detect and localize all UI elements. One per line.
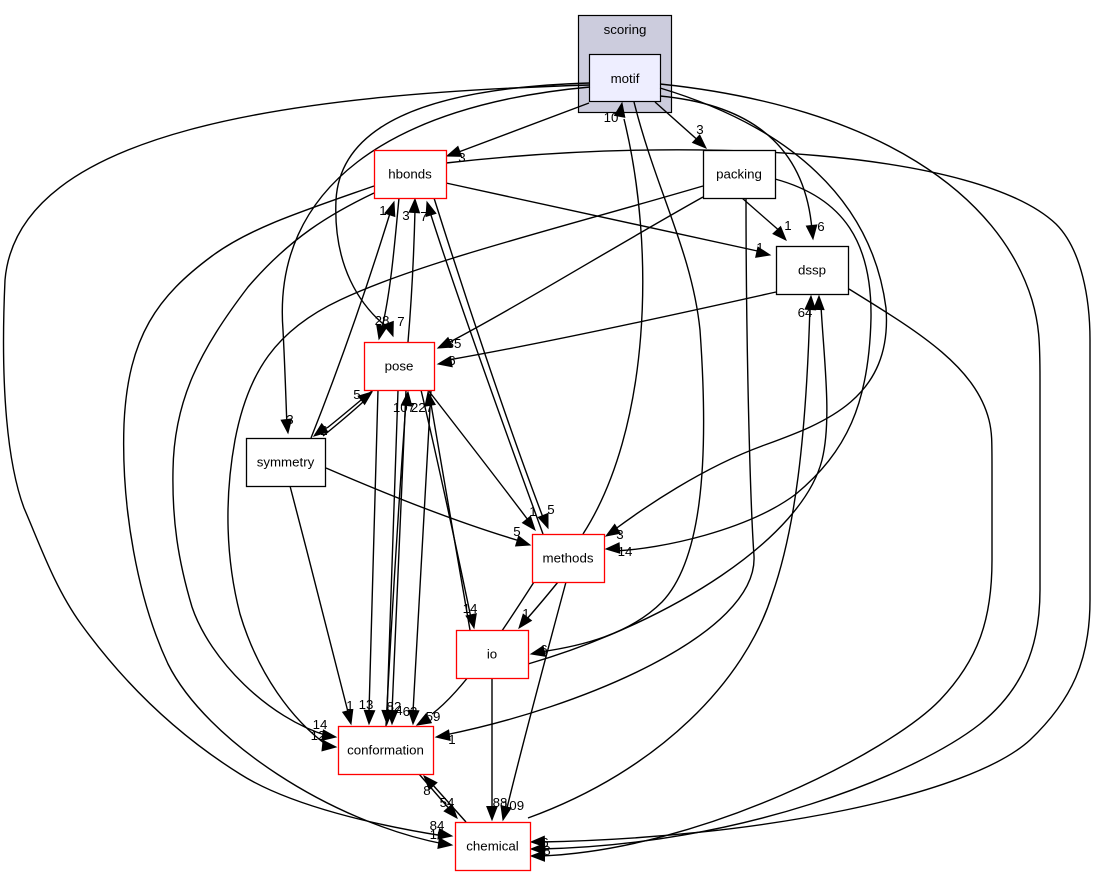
svg-text:8: 8 — [543, 843, 550, 858]
svg-text:motif: motif — [611, 71, 640, 86]
svg-text:16: 16 — [430, 827, 445, 842]
svg-text:io: io — [487, 647, 497, 662]
svg-text:1: 1 — [784, 218, 791, 233]
svg-text:hbonds: hbonds — [388, 167, 432, 182]
svg-text:packing: packing — [716, 167, 762, 182]
svg-text:6: 6 — [541, 835, 548, 850]
svg-text:3: 3 — [402, 208, 409, 223]
svg-text:10: 10 — [604, 110, 619, 125]
svg-text:7: 7 — [397, 314, 404, 329]
svg-text:1: 1 — [522, 606, 529, 621]
svg-text:7: 7 — [420, 209, 427, 224]
svg-text:109: 109 — [502, 798, 524, 813]
svg-text:1: 1 — [529, 504, 536, 519]
svg-text:6: 6 — [540, 642, 547, 657]
svg-text:59: 59 — [426, 709, 441, 724]
svg-text:6: 6 — [817, 219, 824, 234]
svg-text:3: 3 — [458, 150, 465, 165]
svg-text:8: 8 — [423, 783, 430, 798]
svg-text:35: 35 — [447, 336, 462, 351]
svg-text:4: 4 — [395, 703, 402, 718]
svg-text:pose: pose — [385, 359, 414, 374]
svg-text:64: 64 — [798, 305, 813, 320]
svg-text:3: 3 — [616, 527, 623, 542]
svg-text:28: 28 — [375, 313, 390, 328]
svg-text:3: 3 — [286, 412, 293, 427]
svg-text:5: 5 — [547, 502, 554, 517]
svg-text:88: 88 — [493, 795, 508, 810]
svg-text:1: 1 — [756, 240, 763, 255]
svg-text:14: 14 — [463, 601, 478, 616]
svg-text:107: 107 — [393, 400, 415, 415]
svg-text:1: 1 — [379, 203, 386, 218]
svg-text:14: 14 — [313, 717, 328, 732]
svg-text:12: 12 — [311, 728, 326, 743]
svg-text:63: 63 — [403, 704, 418, 719]
svg-text:symmetry: symmetry — [257, 455, 315, 470]
svg-text:54: 54 — [440, 795, 455, 810]
svg-text:5: 5 — [513, 524, 520, 539]
svg-text:3: 3 — [696, 122, 703, 137]
svg-text:5: 5 — [353, 387, 360, 402]
svg-text:dssp: dssp — [798, 263, 826, 278]
svg-text:1: 1 — [346, 698, 353, 713]
svg-text:methods: methods — [543, 551, 594, 566]
svg-text:2: 2 — [320, 423, 327, 438]
svg-text:scoring: scoring — [604, 22, 647, 37]
svg-text:82: 82 — [387, 699, 402, 714]
svg-text:227: 227 — [411, 400, 433, 415]
svg-text:84: 84 — [430, 818, 445, 833]
svg-text:6: 6 — [448, 353, 455, 368]
svg-text:1: 1 — [448, 732, 455, 747]
svg-text:chemical: chemical — [466, 839, 519, 854]
svg-text:conformation: conformation — [347, 743, 424, 758]
svg-text:13: 13 — [359, 697, 374, 712]
svg-text:14: 14 — [618, 544, 633, 559]
